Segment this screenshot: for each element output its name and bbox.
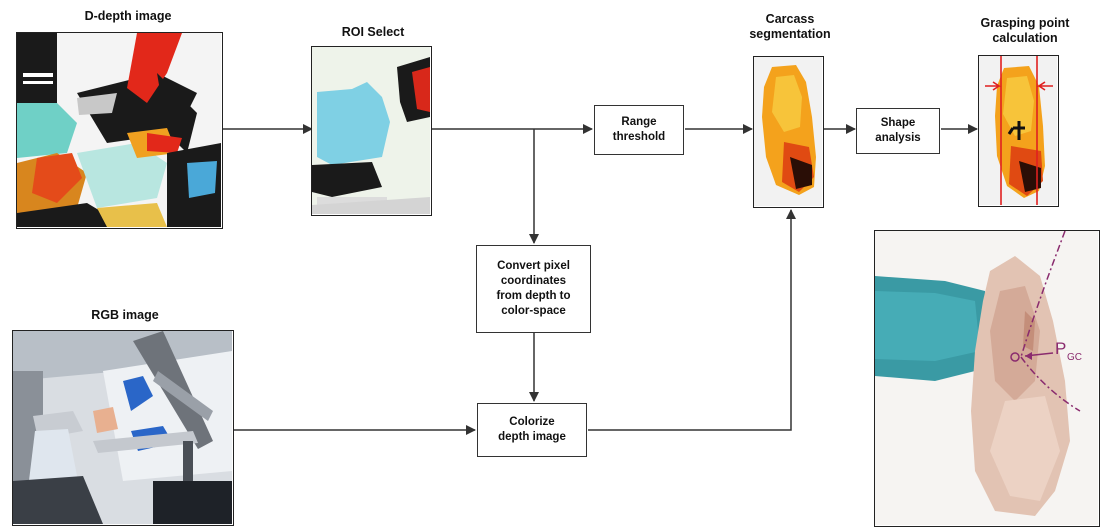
- colorize-depth-image-box: Colorize depth image: [477, 403, 587, 457]
- carcass-segmentation-image: [753, 56, 824, 208]
- label-rgb-image: RGB image: [91, 308, 159, 322]
- rgb-image: [12, 330, 234, 526]
- arrow-colorize-to-carcass: [588, 209, 796, 431]
- grasping-point-photo: P GC: [874, 230, 1100, 527]
- label-ddepth-image: D-depth image: [84, 9, 172, 23]
- ddepth-image-graphic: [17, 33, 221, 227]
- roi-select-graphic: [312, 47, 430, 214]
- label-grasping-point-calculation: Grasping point calculation: [980, 16, 1070, 45]
- convert-pixel-coordinates-box: Convert pixel coordinates from depth to …: [476, 245, 591, 333]
- carcass-segmentation-graphic: [754, 57, 822, 206]
- grasping-point-photo-graphic: P GC: [875, 231, 1098, 525]
- grasping-point-image: [978, 55, 1059, 207]
- label-carcass-segmentation: Carcass segmentation: [749, 12, 831, 41]
- pgc-subscript: GC: [1067, 352, 1082, 363]
- pgc-label: P: [1055, 339, 1066, 358]
- shape-analysis-box: Shape analysis: [856, 108, 940, 154]
- range-threshold-box: Range threshold: [594, 105, 684, 155]
- roi-select-image: [311, 46, 432, 216]
- rgb-image-graphic: [13, 331, 232, 524]
- label-roi-select: ROI Select: [341, 25, 405, 39]
- ddepth-image: [16, 32, 223, 229]
- grasping-point-graphic: [979, 56, 1057, 205]
